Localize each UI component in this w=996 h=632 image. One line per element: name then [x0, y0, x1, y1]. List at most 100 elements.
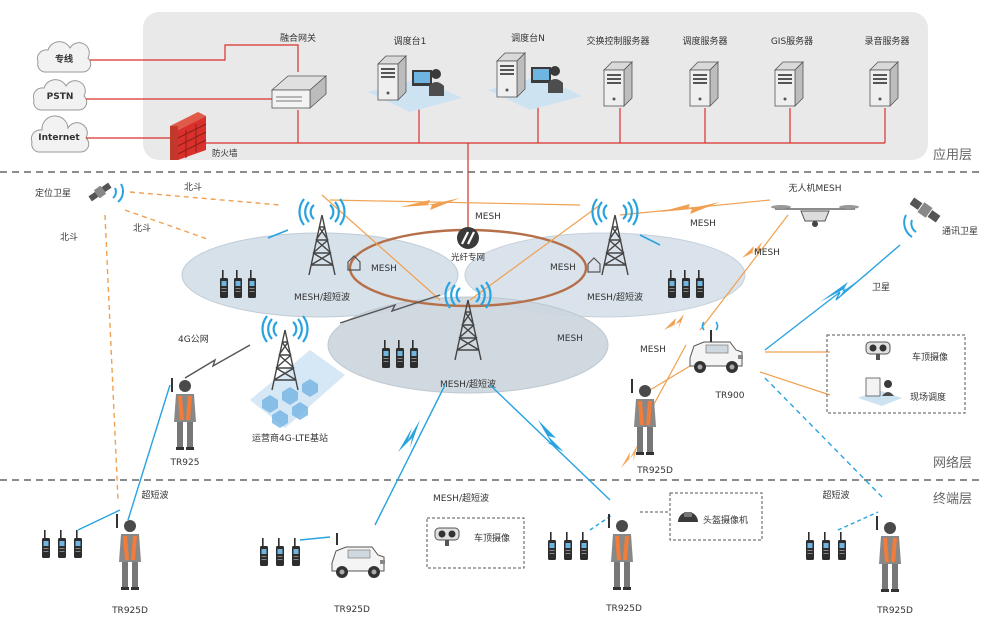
console-n [488, 52, 582, 110]
link-arrow [639, 234, 661, 246]
uav-label: 无人机MESH [789, 182, 842, 194]
relay-icon [587, 257, 601, 273]
tr900-vehicle [689, 330, 744, 374]
beidou-label: 北斗 [133, 223, 151, 234]
beidou-label: 北斗 [60, 232, 78, 243]
console-1-label: 调度台1 [394, 35, 427, 47]
dispatch-server-label: 调度服务器 [682, 35, 727, 47]
terminal-person [116, 514, 141, 590]
tower-right-label: MESH/超短波 [587, 291, 643, 303]
mesh-label: MESH [475, 212, 501, 222]
app-layer-label: 应用层 [933, 147, 972, 163]
console-1 [368, 55, 462, 112]
tower-left-label: MESH/超短波 [294, 291, 350, 303]
tr925-label: TR925 [170, 458, 200, 468]
app-red-links [86, 44, 886, 228]
fiber-ring-icon [457, 227, 479, 249]
line-label: 专线 [55, 53, 73, 65]
terminal-label: TR925D [333, 605, 370, 615]
internet-label: Internet [38, 133, 80, 143]
helmet-camera-icon [678, 512, 698, 522]
satellite-link-label: 卫星 [872, 282, 890, 293]
roof-camera-label: 车顶摄像 [912, 351, 948, 363]
uav-icon [771, 205, 859, 227]
carrier-link [339, 294, 441, 324]
link-tr900-dashed [764, 377, 886, 501]
terminal-link [299, 536, 331, 541]
mesh-zigzags [400, 198, 762, 468]
link-arrow [267, 229, 289, 239]
terminal-layer-label: 终端层 [933, 491, 972, 507]
roof-camera-box [426, 517, 525, 569]
gateway-label: 融合网关 [280, 32, 316, 44]
comm-satellite-icon [909, 197, 941, 223]
tr925-person [171, 378, 196, 450]
gis-server-label: GIS服务器 [771, 35, 813, 47]
cloud-pstn: PSTN [32, 79, 88, 111]
beidou-links [104, 191, 281, 501]
carrier-station-label: 运营商4G-LTE基站 [252, 432, 328, 444]
terminal-link [837, 511, 879, 531]
mesh-label: MESH [371, 264, 397, 274]
terminal-vehicle [331, 533, 386, 579]
tr925-link [127, 384, 171, 521]
positioning-satellite-waves [112, 183, 124, 203]
fiber-ring-label: 光纤专网 [451, 252, 485, 263]
terminal-label: TR925D [876, 606, 913, 616]
terminal-radio-group [260, 538, 300, 566]
gateway-device [270, 75, 328, 109]
beidou-label: 北斗 [184, 182, 202, 193]
helmet-camera-label: 头盔摄像机 [703, 514, 748, 526]
terminal-label: TR925D [111, 606, 148, 616]
positioning-satellite-label: 定位卫星 [35, 187, 71, 199]
field-dispatch-icon [858, 377, 902, 406]
link-center-to-helmet [489, 384, 611, 501]
network-layer-label: 网络层 [933, 455, 972, 471]
mesh-label: MESH [550, 263, 576, 273]
roof-camera-icon [865, 341, 891, 360]
satellite-bolt [820, 272, 870, 302]
switch-control-server [603, 61, 633, 107]
tr900-devices-box [826, 334, 966, 414]
mesh-label: MESH [640, 345, 666, 355]
firewall-label: 防火墙 [212, 148, 238, 159]
firewall-icon [170, 112, 207, 160]
bolt [538, 420, 564, 452]
comm-satellite-label: 通讯卫星 [942, 226, 978, 237]
field-dispatch-label: 现场调度 [910, 391, 946, 403]
mesh-label: MESH [754, 248, 780, 258]
comm-satellite-waves [903, 214, 917, 238]
gis-server [774, 61, 804, 107]
mesh-uhf-label: MESH/超短波 [433, 492, 489, 504]
link-center-to-vehicle [374, 384, 446, 526]
terminal-radio-group [548, 532, 588, 560]
positioning-satellite-icon [88, 182, 112, 202]
public-4g-label: 4G公网 [178, 334, 209, 345]
switch-control-server-label: 交换控制服务器 [586, 35, 649, 47]
mesh-label: MESH [690, 219, 716, 229]
pstn-label: PSTN [47, 92, 74, 102]
mesh-orange-links [321, 194, 831, 431]
tower-center-label: MESH/超短波 [440, 378, 496, 390]
coverage-center [327, 296, 609, 394]
recording-server [869, 61, 899, 107]
recording-server-label: 录音服务器 [864, 35, 909, 47]
helmet-camera-box [669, 492, 763, 541]
mesh-label: MESH [557, 334, 583, 344]
terminal-person [608, 514, 633, 590]
cloud-internet: Internet [30, 115, 90, 153]
dispatch-server [689, 61, 719, 107]
satellite-link [764, 244, 901, 351]
cloud-line: 专线 [36, 41, 92, 73]
tr900-antenna-waves [701, 321, 719, 331]
tr925d-person [631, 379, 656, 455]
public-4g-link [184, 344, 251, 379]
terminal-label: TR925D [605, 604, 642, 614]
uhf-label-right: 超短波 [822, 489, 849, 501]
bolt [398, 420, 420, 452]
carrier-4g-station [250, 314, 345, 428]
uhf-label-left: 超短波 [141, 489, 168, 501]
tr900-label: TR900 [715, 391, 745, 401]
terminal-radio-group [806, 532, 846, 560]
